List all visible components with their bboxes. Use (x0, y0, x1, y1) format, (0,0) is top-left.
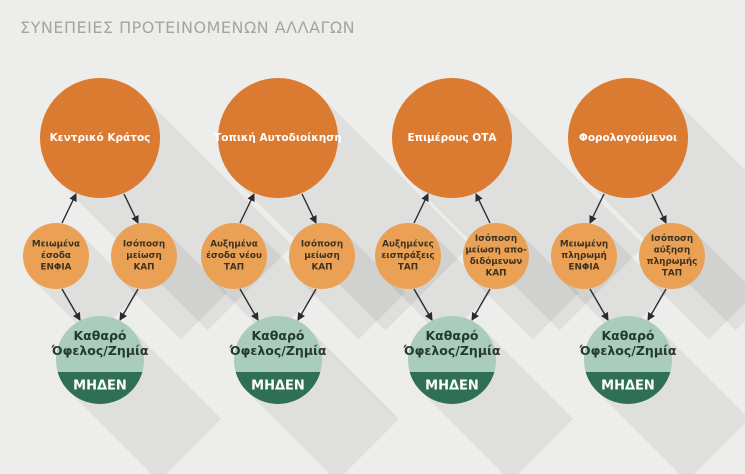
left-effect-circle (201, 223, 267, 289)
arrow-down (61, 288, 81, 321)
result-label: Καθαρό (252, 328, 305, 343)
right-effect-label: πληρωμής (647, 257, 698, 267)
arrow-down (651, 193, 667, 224)
left-effect-label: ΤΑΠ (398, 263, 418, 273)
right-effect-label: ΤΑΠ (662, 268, 682, 278)
left-effect-circle (23, 223, 89, 289)
entity-label: Τοπική Αυτοδιοίκηση (214, 132, 342, 144)
right-effect-label: Ισόποση (301, 239, 343, 250)
arrow-down (301, 193, 317, 224)
right-effect-label: ΚΑΠ (134, 263, 155, 273)
result-label: Καθαρό (426, 328, 479, 343)
result-value: ΜΗΔΕΝ (425, 379, 479, 394)
result-label: Καθαρό (602, 328, 655, 343)
left-effect-label: ΕΝΦΙΑ (41, 263, 72, 273)
arrow-up (475, 193, 491, 224)
arrow-down (297, 288, 317, 321)
right-effect-label: διδόμενων (470, 256, 523, 267)
right-effect-label: Ισόποση (651, 233, 693, 244)
left-effect-label: Μειωμένα (32, 239, 80, 250)
arrow-down (239, 288, 259, 321)
arrow-up (61, 193, 77, 224)
arrow-up (413, 193, 429, 224)
arrow-down (119, 288, 139, 321)
entity-circle (218, 78, 338, 198)
arrow-down (413, 288, 433, 321)
result-label: Όφελος/Ζημία (51, 343, 149, 358)
right-effect-label: Ισόποση (475, 233, 517, 244)
right-effect-circle (639, 223, 705, 289)
right-effect-label: μείωση (126, 250, 162, 261)
entity-circle (392, 78, 512, 198)
left-effect-label: ΕΝΦΙΑ (569, 263, 600, 273)
arrow-down (471, 288, 491, 321)
result-value: ΜΗΔΕΝ (601, 379, 655, 394)
left-effect-circle (375, 223, 441, 289)
result-value: ΜΗΔΕΝ (73, 379, 127, 394)
left-effect-label: έσοδα νέου (206, 250, 262, 261)
result-label: Όφελος/Ζημία (229, 343, 327, 358)
right-effect-label: Ισόποση (123, 239, 165, 250)
arrow-down (589, 193, 605, 224)
right-effect-label: μείωση απο- (465, 244, 527, 255)
result-label: Όφελος/Ζημία (579, 343, 677, 358)
result-label: Καθαρό (74, 328, 127, 343)
left-effect-circle (551, 223, 617, 289)
arrow-down (123, 193, 139, 224)
arrow-up (239, 193, 255, 224)
result-value: ΜΗΔΕΝ (251, 379, 305, 394)
result-label: Όφελος/Ζημία (403, 343, 501, 358)
left-effect-label: εισπράξεις (381, 251, 434, 261)
left-effect-label: πληρωμή (561, 251, 606, 261)
right-effect-label: ΚΑΠ (312, 263, 333, 273)
entity-label: Επιμέρους ΟΤΑ (407, 132, 497, 144)
left-effect-label: ΤΑΠ (224, 263, 244, 273)
entity-circle (568, 78, 688, 198)
entity-label: Κεντρικό Κράτος (50, 132, 151, 144)
page-title: ΣΥΝΕΠΕΙΕΣ ΠΡΟΤΕΙΝΟΜΕΝΩΝ ΑΛΛΑΓΩΝ (20, 18, 356, 37)
left-effect-label: Αυξημένα (210, 239, 258, 250)
right-effect-label: αύξηση (654, 245, 691, 255)
arrow-down (589, 288, 609, 321)
entity-label: Φορολογούμενοι (579, 132, 677, 144)
left-effect-label: έσοδα (41, 250, 71, 261)
right-effect-label: ΚΑΠ (486, 268, 507, 278)
left-effect-label: Αυξημένες (382, 239, 434, 250)
arrow-down (647, 288, 667, 321)
left-effect-label: Μειωμένη (560, 239, 608, 250)
right-effect-circle (111, 223, 177, 289)
right-effect-label: μείωση (304, 250, 340, 261)
entity-circle (40, 78, 160, 198)
right-effect-circle (463, 223, 529, 289)
right-effect-circle (289, 223, 355, 289)
